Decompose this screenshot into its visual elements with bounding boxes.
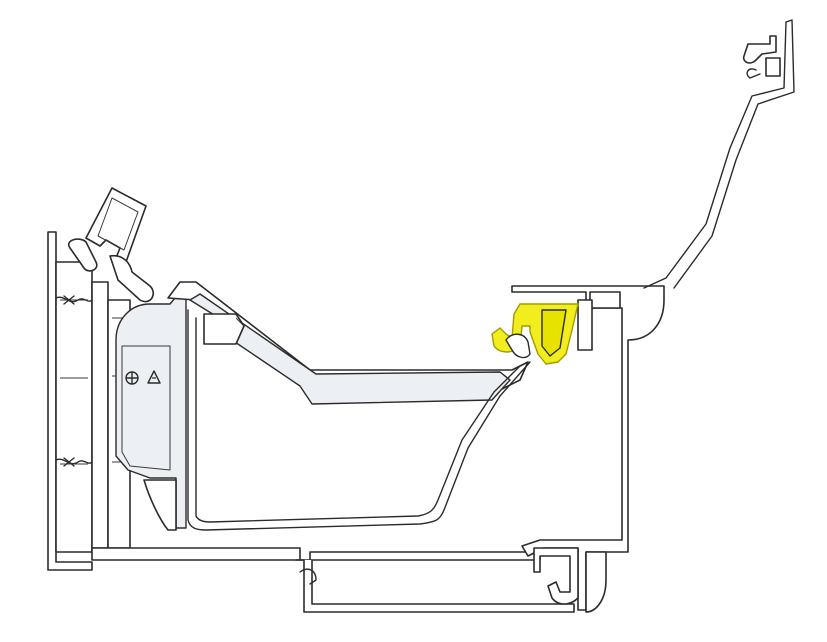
glazing-bead-clip [67,187,155,303]
recycle-triangle-icon [147,370,161,384]
bottom-base-rail [91,547,575,613]
thermal-break-profile [115,291,187,531]
right-frame-profile [511,285,665,613]
highlighted-gasket [491,303,579,365]
crosshair-circle-icon [125,371,139,385]
upper-sloped-frame [643,19,795,289]
drainage-tray [187,309,531,531]
outer-frame-profile [47,231,93,571]
drainage-cover-profile [167,281,529,405]
